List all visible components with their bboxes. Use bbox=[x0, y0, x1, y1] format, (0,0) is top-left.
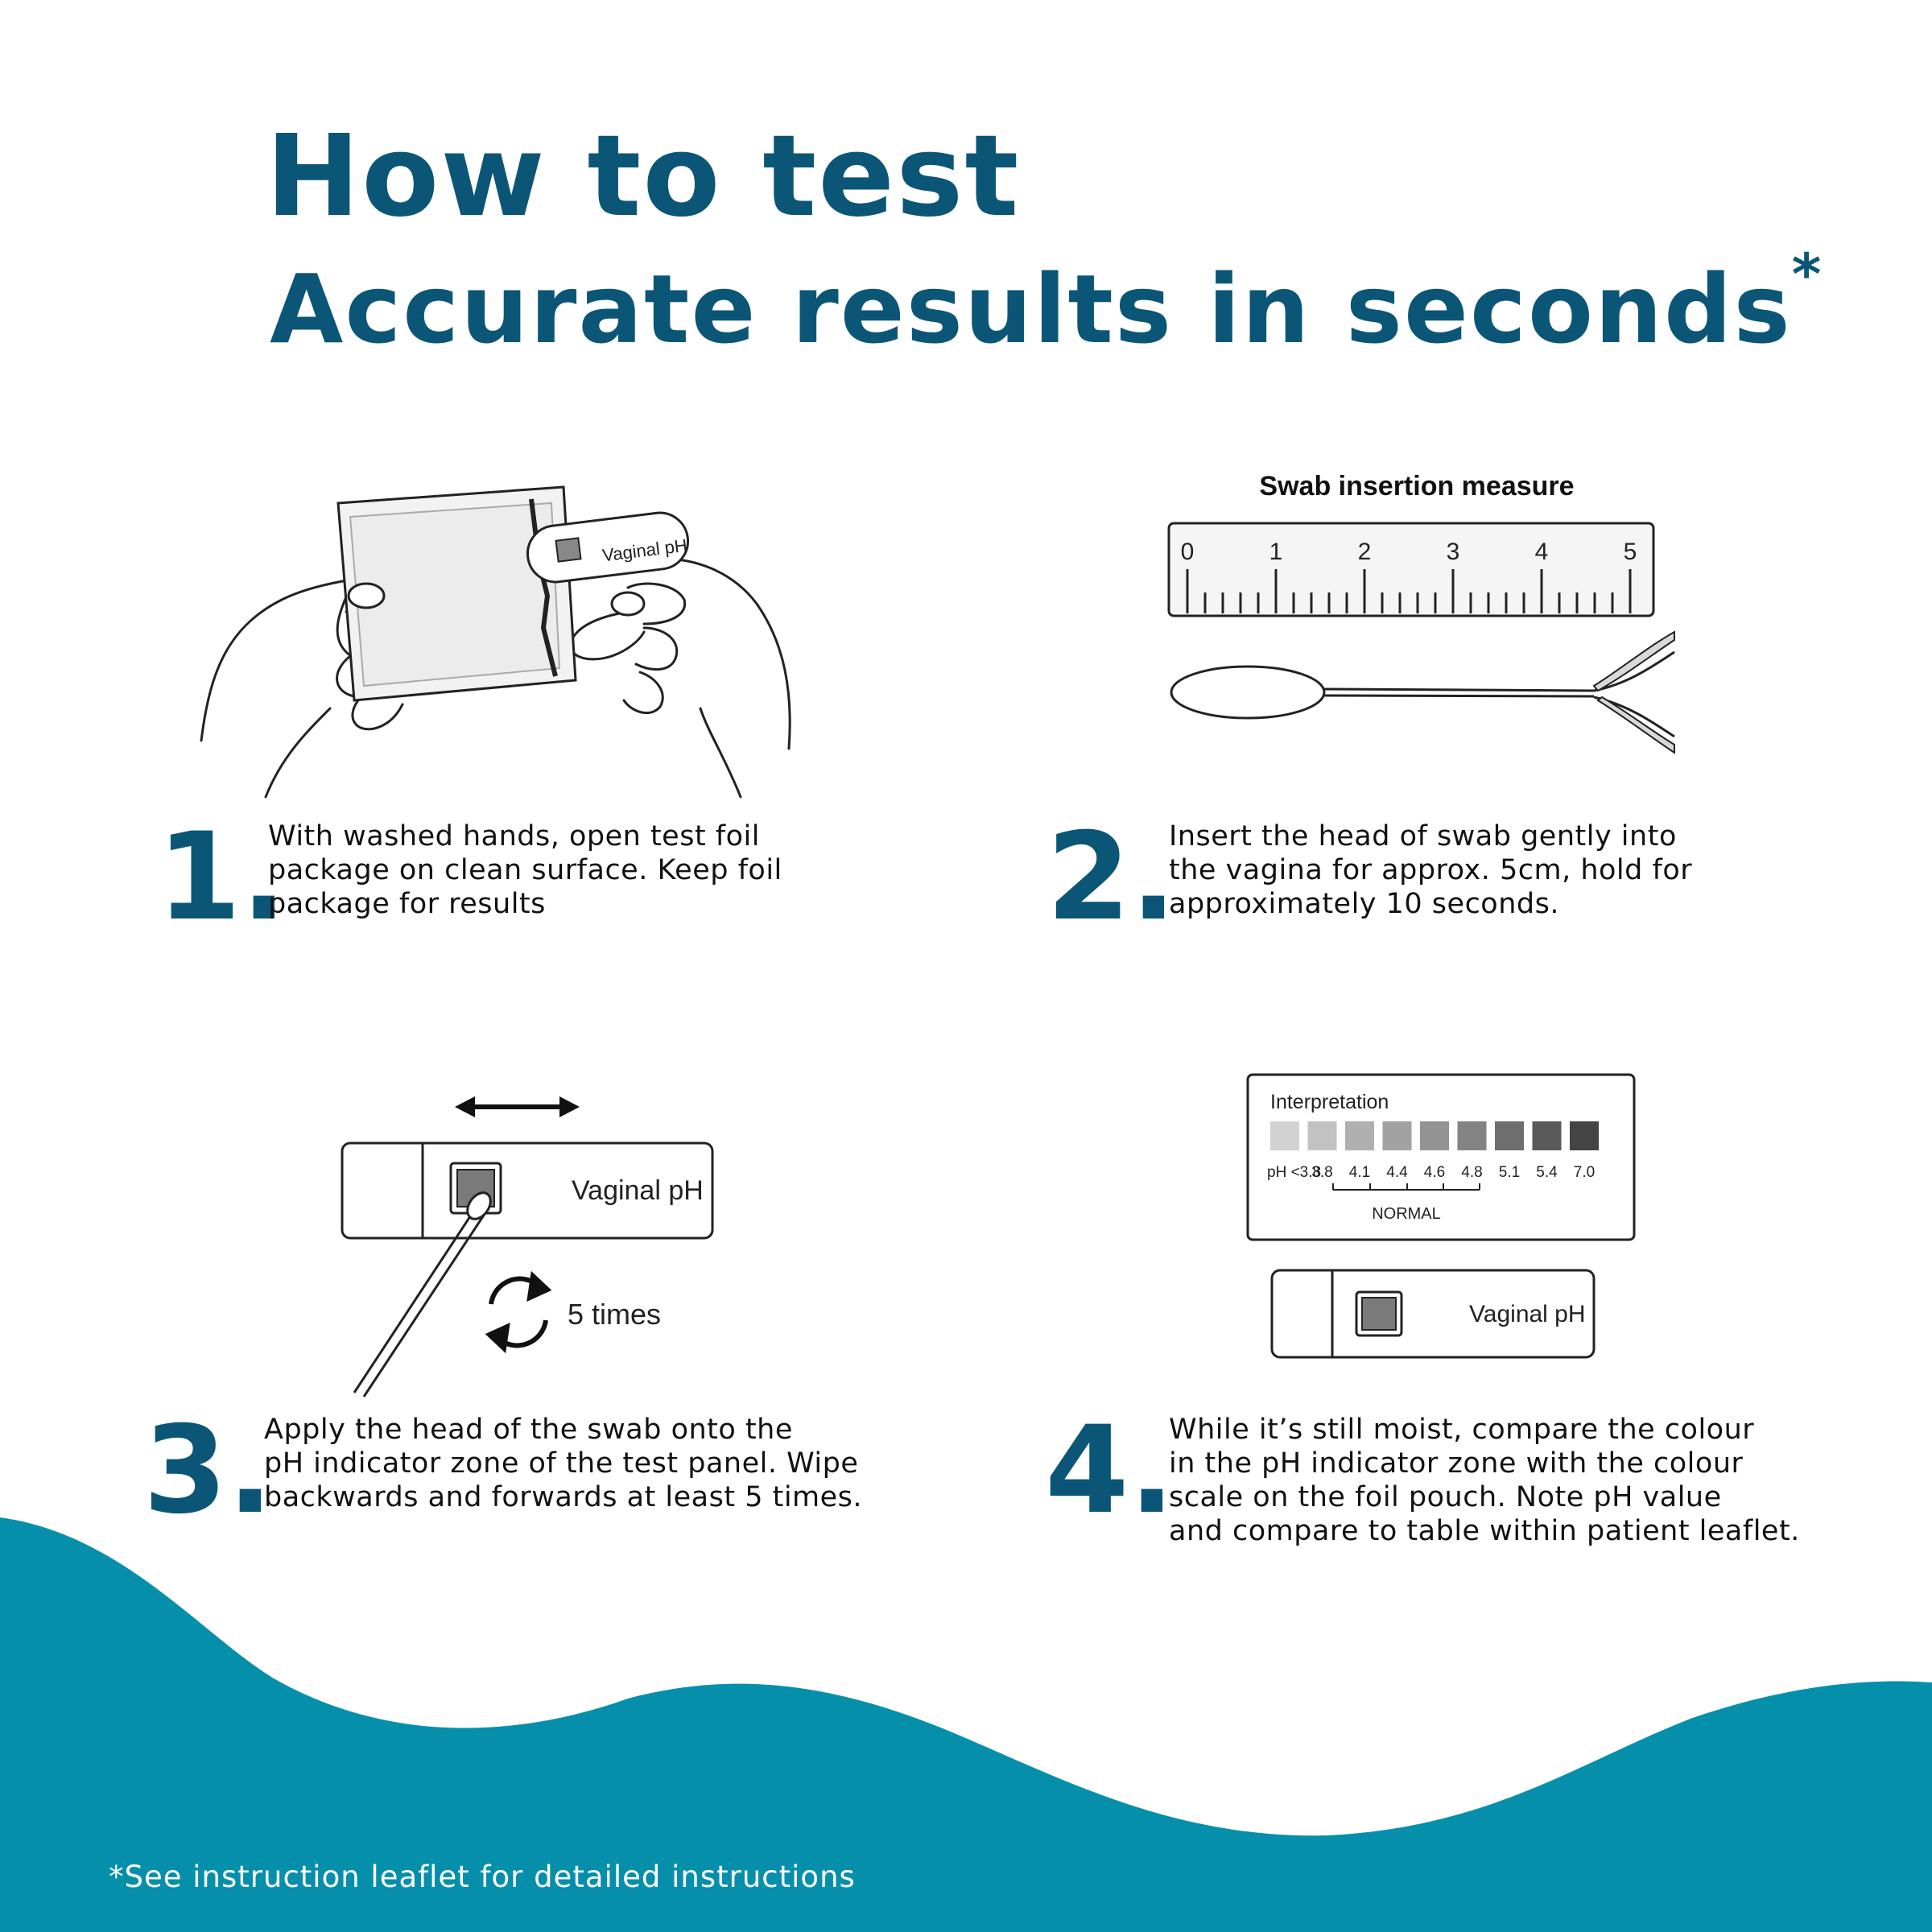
test-strip: Vaginal pH bbox=[341, 1141, 714, 1240]
page-title: How to test bbox=[266, 111, 1021, 242]
scale-label: 7.0 bbox=[1574, 1164, 1595, 1181]
step4-text: While it’s still moist, compare the colo… bbox=[1169, 1414, 1800, 1547]
ruler-number: 5 bbox=[1624, 539, 1637, 565]
color-swatch bbox=[1345, 1121, 1374, 1150]
ruler-number: 4 bbox=[1535, 539, 1549, 565]
ruler-number: 3 bbox=[1447, 539, 1460, 565]
color-swatch bbox=[1495, 1121, 1524, 1150]
scale-label: 4.8 bbox=[1461, 1164, 1482, 1181]
ruler-title: Swab insertion measure bbox=[1259, 471, 1574, 502]
ruler-number: 2 bbox=[1358, 539, 1372, 565]
swab bbox=[1170, 630, 1675, 754]
interpretation-title: Interpretation bbox=[1270, 1091, 1389, 1113]
scale-label: 5.1 bbox=[1499, 1164, 1520, 1181]
repeat-label: 5 times bbox=[568, 1298, 661, 1331]
step3-text: Apply the head of the swab onto the pH i… bbox=[264, 1414, 863, 1513]
step2-illustration: Swab insertion measure 0 1 2 3 4 5 bbox=[1167, 471, 1675, 754]
foil-package bbox=[336, 485, 577, 702]
color-swatch bbox=[1532, 1121, 1562, 1150]
ruler-numbers: 0 1 2 3 4 5 bbox=[1181, 539, 1637, 565]
subtitle-text: Accurate results in seconds bbox=[270, 254, 1792, 365]
color-swatch bbox=[1382, 1121, 1412, 1150]
scale-label: 4.1 bbox=[1349, 1164, 1370, 1181]
scale-label: pH <3.8 bbox=[1267, 1164, 1321, 1181]
interpretation-card bbox=[1246, 1073, 1636, 1241]
step1-text: With washed hands, open test foil packag… bbox=[268, 820, 782, 920]
ruler-number: 1 bbox=[1269, 539, 1283, 565]
footnote: *See instruction leaflet for detailed in… bbox=[109, 1860, 856, 1894]
step1-illustration: Vaginal pH bbox=[200, 485, 791, 799]
ruler-ticks bbox=[1186, 569, 1632, 613]
double-arrow-icon bbox=[455, 1096, 580, 1117]
step4-illustration: Interpretation pH <3.83.8 4.1 4.4 4.6 4.8 5.1… bbox=[1246, 1073, 1636, 1359]
thumbnail-right bbox=[610, 591, 646, 617]
scale-label: 5.4 bbox=[1536, 1164, 1558, 1181]
strip-label: Vaginal pH bbox=[1469, 1301, 1586, 1327]
normal-bracket bbox=[1332, 1183, 1480, 1191]
normal-label: NORMAL bbox=[1372, 1205, 1441, 1223]
strip-label: Vaginal pH bbox=[572, 1175, 704, 1206]
step4-number: 4. bbox=[1045, 1401, 1175, 1541]
color-swatch bbox=[1457, 1121, 1487, 1150]
scale-label: 4.4 bbox=[1386, 1164, 1408, 1181]
color-swatch bbox=[1420, 1121, 1449, 1150]
thumbnail-left bbox=[347, 582, 386, 609]
scale-label: 3.8 bbox=[1311, 1164, 1332, 1181]
swab-stick bbox=[353, 1191, 492, 1397]
step1-number: 1. bbox=[157, 807, 287, 947]
color-swatch bbox=[1570, 1121, 1599, 1150]
step3-number: 3. bbox=[143, 1401, 274, 1541]
step2-text: Insert the head of swab gently into the … bbox=[1169, 820, 1693, 920]
subtitle-asterisk: * bbox=[1791, 241, 1823, 308]
scale-labels: pH <3.83.8 4.1 4.4 4.6 4.8 5.1 5.4 7.0 bbox=[1267, 1164, 1595, 1181]
step2-number: 2. bbox=[1046, 807, 1177, 947]
page-subtitle: Accurate results in seconds* bbox=[270, 246, 1823, 357]
color-swatch bbox=[1270, 1121, 1299, 1150]
repeat-cycle-icon bbox=[485, 1270, 552, 1354]
test-strip: Vaginal pH bbox=[526, 511, 690, 584]
color-scale bbox=[1270, 1121, 1599, 1150]
ruler-number: 0 bbox=[1181, 539, 1195, 565]
test-strip: Vaginal pH bbox=[1270, 1269, 1596, 1359]
scale-label: 4.6 bbox=[1424, 1164, 1445, 1181]
color-swatch bbox=[1307, 1121, 1337, 1150]
ruler bbox=[1167, 522, 1655, 617]
step3-illustration: Vaginal pH 5 times bbox=[341, 1096, 714, 1397]
